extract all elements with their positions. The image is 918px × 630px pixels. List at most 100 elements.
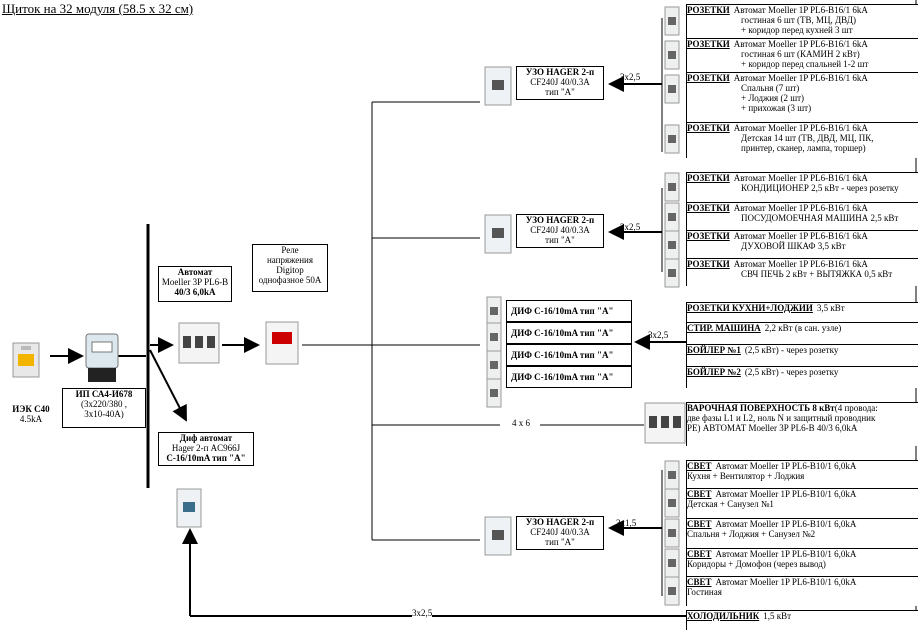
circuit-line: гостиная 6 шт (КАМИН 2 кВт): [741, 49, 860, 59]
arrow-bus-rcbo: [149, 349, 187, 422]
hob-line: (4 провода:: [834, 403, 878, 413]
mcb-1p-icon: [664, 460, 680, 490]
circuit-line: + коридор перед кухней 3 шт: [741, 25, 853, 35]
circuit-head: РОЗЕТКИ: [687, 39, 730, 49]
circuit-line: Детская + Санузел №1: [687, 499, 774, 509]
mcb-1p-icon: [486, 350, 502, 380]
circuit-line: КОНДИЦИОНЕР 2,5 кВт - через розетку: [741, 183, 899, 193]
dif-breaker-3: ДИФ С-16/10mA тип "А": [506, 344, 632, 366]
circuit-line: Автомат Moeller 1P PL6-B16/1 6kA: [733, 173, 868, 183]
breaker-3p-icon: [644, 402, 686, 444]
circuit-line: Автомат Moeller 1P PL6-B16/1 6kA: [733, 123, 868, 133]
circuit-line: Автомат Moeller 1P PL6-B10/1 6,0kA: [715, 519, 857, 529]
breaker-3p-icon: [178, 322, 220, 364]
circuit-text: 2,2 кВт (в сан. узле): [764, 323, 842, 333]
rcd-icon: [484, 66, 512, 106]
circuit-head: РОЗЕТКИ: [687, 259, 730, 269]
circuit-line: Автомат Moeller 1P PL6-B16/1 6kA: [733, 259, 868, 269]
circuit-line: Спальня (7 шт): [741, 83, 800, 93]
circuit-line: Коридоры + Домофон (через вывод): [687, 559, 826, 569]
circuit-line: Автомат Moeller 1P PL6-B16/1 6kA: [733, 39, 868, 49]
mcb-1p-icon: [664, 518, 680, 548]
circuit-head: РОЗЕТКИ: [687, 231, 730, 241]
circuit-head: СВЕТ: [687, 549, 712, 559]
circuit-row: БОЙЛЕР №1(2,5 кВт) - через розетку: [686, 344, 918, 366]
hob-head: ВАРОЧНАЯ ПОВЕРХНОСТЬ 8 кВт: [687, 403, 835, 413]
mcb-1p-icon: [664, 124, 680, 154]
fuse-icon: [12, 342, 40, 378]
mcb-1p-icon: [486, 322, 502, 352]
cable-label: 3х2,5: [620, 222, 641, 232]
mcb-1p-icon: [664, 6, 680, 36]
mcb-1p-icon: [664, 40, 680, 70]
circuit-head: РОЗЕТКИ: [687, 5, 730, 15]
circuit-text: 3,5 кВт: [816, 303, 845, 313]
rcd-icon: [484, 214, 512, 254]
mcb-1p-icon: [664, 172, 680, 202]
circuit-head: РОЗЕТКИ: [687, 123, 730, 133]
circuit-line: Спальня + Лоджия + Санузел №2: [687, 529, 816, 539]
cable-label: 3х2,5: [620, 72, 641, 82]
mcb-1p-icon: [664, 548, 680, 578]
circuit-head: СВЕТ: [687, 519, 712, 529]
circuit-head: СВЕТ: [687, 461, 712, 471]
circuit-line: Автомат Moeller 1P PL6-B16/1 6kA: [733, 231, 868, 241]
circuit-line: + прихожая (3 шт): [741, 103, 812, 113]
circuit-head: РОЗЕТКИ: [687, 203, 730, 213]
hob-line: две фазы L1 и L2, ноль N и защитный пров…: [687, 413, 876, 423]
circuit-head: СВЕТ: [687, 489, 712, 499]
dif-breaker-4: ДИФ С-16/10mA тип "А": [506, 366, 632, 388]
circuit-head: РОЗЕТКИ: [687, 173, 730, 183]
circuit-line: + Лоджия (2 шт): [741, 93, 805, 103]
circuit-line: Кухня + Вентилятор + Лоджия: [687, 471, 805, 481]
circuit-line: Автомат Moeller 1P PL6-B16/1 6kA: [733, 5, 868, 15]
circuit-head: БОЙЛЕР №1: [687, 345, 741, 355]
circuit-line: Автомат Moeller 1P PL6-B10/1 6,0kA: [715, 461, 857, 471]
circuit-text: (2,5 кВт) - через розетку: [744, 367, 839, 377]
mcb-1p-icon: [664, 488, 680, 518]
voltage-relay-icon: [265, 321, 299, 365]
page-title: Щиток на 32 модуля (58.5 x 32 см): [2, 1, 194, 16]
meter-label: ИП СА4-И678(3х220/380 ,3х10-40А): [62, 388, 146, 428]
circuit-line: Автомат Moeller 1P PL6-B16/1 6kA: [733, 73, 868, 83]
hob-line: PE) АВТОМАТ Moeller 3P PL6-B 40/3 6,0kA: [687, 423, 858, 433]
fridge-head: ХОЛОДИЛЬНИК: [687, 611, 760, 621]
cable-label: 4 х 6: [512, 418, 530, 428]
fridge-text: 1,5 кВт: [763, 611, 792, 621]
circuit-line: ПОСУДОМОЕЧНАЯ МАШИНА 2,5 кВт: [741, 213, 899, 223]
circuit-line: гостиная 6 шт (ТВ, МЦ, ДВД): [741, 15, 856, 25]
mcb-1p-icon: [664, 230, 680, 260]
mcb-1p-icon: [486, 296, 502, 326]
circuit-row: БОЙЛЕР №2(2,5 кВт) - через розетку: [686, 366, 918, 388]
circuit-text: (2,5 кВт) - через розетку: [744, 345, 839, 355]
hob-row: ВАРОЧНАЯ ПОВЕРХНОСТЬ 8 кВт(4 провода:две…: [686, 402, 918, 446]
circuit-line: + коридор перед спальней 1-2 шт: [741, 59, 869, 69]
circuit-line: Детская 14 шт (ТВ, ДВД, МЦ, ПК,: [741, 133, 874, 143]
circuit-head: БОЙЛЕР №2: [687, 367, 741, 377]
mcb-1p-icon: [664, 74, 680, 104]
cable-label: 3х2,5: [648, 330, 669, 340]
circuit-line: принтер, сканер, лампа, торшер): [741, 143, 866, 153]
circuit-head: СТИР. МАШИНА: [687, 323, 761, 333]
meter-icon: [85, 333, 119, 382]
circuit-line: Автомат Moeller 1P PL6-B16/1 6kA: [733, 203, 868, 213]
mcb-1p-icon: [486, 378, 502, 408]
